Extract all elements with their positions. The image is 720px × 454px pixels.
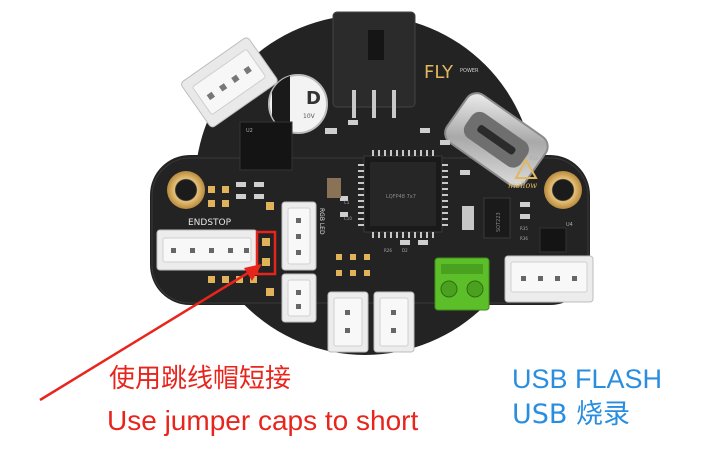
u2-label: U2 xyxy=(246,128,253,134)
brand-sub-text: POWER xyxy=(460,68,479,74)
mcu-chip: LQFP48 7x7 xyxy=(363,155,443,233)
pin-header-middle xyxy=(336,254,370,276)
logo-text: mellow xyxy=(508,181,537,190)
electrolytic-capacitor: D 10V xyxy=(268,74,328,134)
right-connector xyxy=(504,255,594,303)
brand-text: FLY xyxy=(424,62,454,83)
jumper-note-english: Use jumper caps to short xyxy=(107,405,419,436)
pin-single-bottom xyxy=(266,288,274,296)
usb-flash-note-chinese: USB 烧录 xyxy=(512,399,631,430)
usb-flash-note-english: USB FLASH xyxy=(512,364,663,394)
jumper-pins xyxy=(255,230,277,276)
endstop-connector xyxy=(156,229,258,271)
rgb-led-label: RGB LED xyxy=(318,208,325,235)
smd-components xyxy=(236,120,530,245)
cap-sub: 10V xyxy=(303,113,316,120)
u4-label: U4 xyxy=(566,222,573,228)
bottom-connector-2 xyxy=(373,291,415,353)
resistor-brown xyxy=(327,178,341,198)
d2-label: D2 xyxy=(402,248,408,253)
mounting-hole-left-inner xyxy=(176,180,196,200)
power-connector xyxy=(332,11,416,118)
top-left-connector xyxy=(181,37,278,128)
pin-single xyxy=(266,202,274,210)
lower-left-connector xyxy=(281,273,317,323)
mellow-logo: mellow xyxy=(508,157,538,190)
c10-label: C10 xyxy=(344,216,352,221)
r34-label: R34 xyxy=(530,156,538,161)
r36-label: R36 xyxy=(520,236,528,241)
red-arrow xyxy=(39,264,262,402)
mcu-pins xyxy=(358,150,448,238)
bottom-connector-1 xyxy=(327,291,369,353)
cap-label: D xyxy=(306,88,321,109)
regulator-chip xyxy=(239,121,293,171)
mcu-marking: LQFP48 7x7 xyxy=(386,194,416,200)
endstop-label: ENDSTOP xyxy=(188,218,232,228)
sot223-marking: SOT223 xyxy=(496,212,502,232)
c1-label: C1 xyxy=(344,200,350,205)
u4-chip xyxy=(539,227,567,253)
usb-c-port xyxy=(444,92,549,188)
green-terminal-block xyxy=(434,257,490,311)
r26-label: R26 xyxy=(384,248,392,253)
sot223-chip: SOT223 xyxy=(462,197,511,239)
jumper-note-chinese: 使用跳线帽短接 xyxy=(109,364,292,394)
mounting-hole-right-inner xyxy=(553,180,573,200)
rgb-led-connector xyxy=(281,201,317,271)
r35-label: R35 xyxy=(520,226,528,231)
